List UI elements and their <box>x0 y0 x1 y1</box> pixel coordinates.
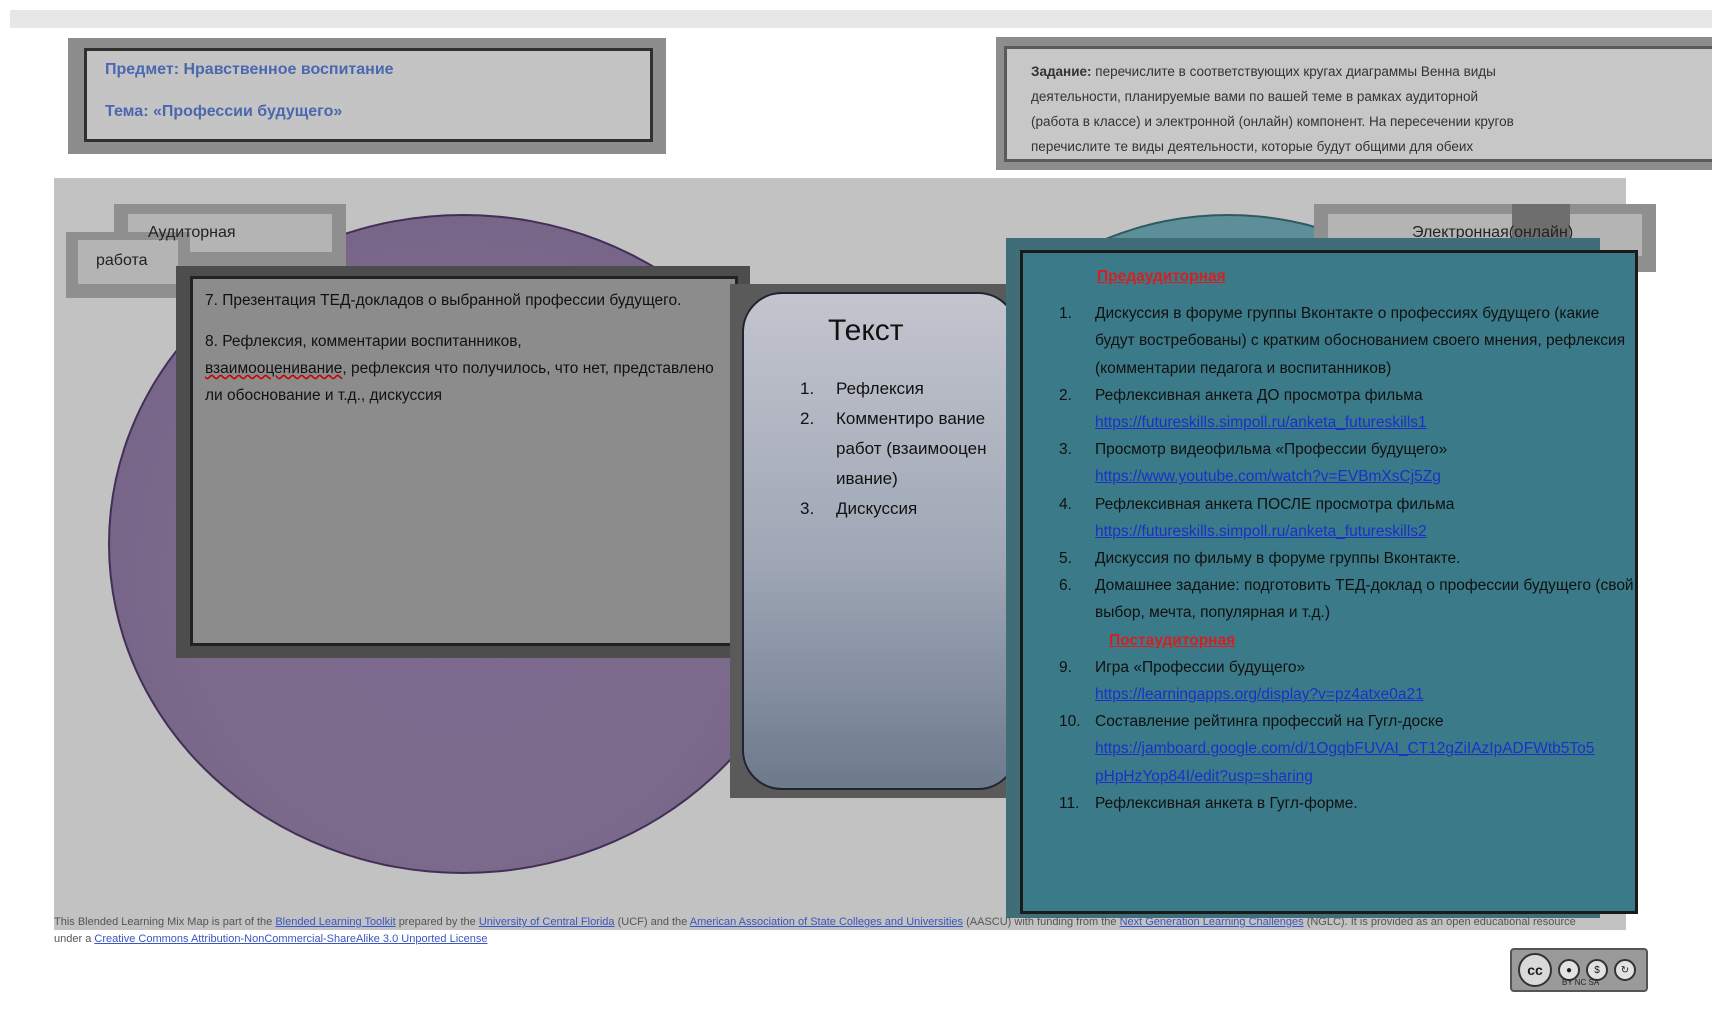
overlap-box[interactable] <box>742 292 1018 790</box>
post-class-heading: Постаудиторная <box>1109 631 1236 649</box>
classroom-activities-box[interactable]: 7. Презентация ТЕД-докладов о выбранной … <box>190 276 738 646</box>
footer-text: (AASCU) with funding from the <box>966 916 1117 928</box>
nglc-link[interactable]: Next Generation Learning Challenges <box>1119 916 1304 928</box>
aascu-link[interactable]: American Association of State Colleges a… <box>689 916 964 928</box>
task-line-2: деятельности, планируемые вами по вашей … <box>1031 89 1479 104</box>
overlap-list: 1. Рефлексия 2. Комментиро вание работ (вз… <box>800 374 1000 524</box>
footer-text: This Blended Learning Mix Map is part of… <box>54 916 273 928</box>
left-item-8-a: 8. Рефлексия, комментарии воспитанников, <box>205 333 522 350</box>
footer-text: (UCF) and the <box>617 916 688 928</box>
list-item: 5. Дискуссия по фильму в форуме группы Вк… <box>1059 545 1635 572</box>
cc-badge-caption: BY NC SA <box>1562 978 1600 987</box>
task-panel: Задание: перечислите в соответствующих к… <box>1004 46 1712 162</box>
list-item: 3. Просмотр видеофильма «Профессии будуще… <box>1059 436 1635 490</box>
left-item-7: 7. Презентация ТЕД-докладов о выбранной … <box>205 292 682 309</box>
overlap-item-text: Дискуссия <box>836 499 918 518</box>
overlap-item-num: 3. <box>800 499 815 518</box>
noncommercial-icon: $ <box>1586 959 1608 981</box>
overlap-title: Текст <box>828 314 904 347</box>
overlap-item-text: Комментиро вание работ (взаимооцен ивани… <box>836 409 987 488</box>
list-item-text: Рефлексивная анкета ПОСЛЕ просмотра филь… <box>1095 495 1455 513</box>
list-item-num: 3. <box>1059 441 1072 459</box>
top-bar <box>10 10 1712 28</box>
list-item-num: 10. <box>1059 713 1081 731</box>
overlap-item-text: Рефлексия <box>836 379 924 398</box>
list-item-text: Рефлексивная анкета ДО просмотра фильма <box>1095 386 1423 404</box>
survey-before-link[interactable]: https://futureskills.simpoll.ru/anketa_f… <box>1095 414 1427 432</box>
left-label-box-2 <box>78 240 178 284</box>
list-item-num: 1. <box>1059 305 1072 323</box>
left-item-8: 8. Рефлексия, комментарии воспитанников,… <box>205 328 723 409</box>
overlap-item: 3. Дискуссия <box>800 494 1000 524</box>
pre-class-heading: Предаудиторная <box>1097 268 1226 285</box>
overlap-item-num: 1. <box>800 379 815 398</box>
online-activities-box[interactable]: Предаудиторная 1. Дискуссия в форуме груп… <box>1020 250 1638 914</box>
list-item-text: Дискуссия в форуме группы Вконтакте о пр… <box>1095 305 1626 377</box>
list-item: 6. Домашнее задание: подготовить ТЕД-докл… <box>1059 572 1635 626</box>
ucf-link[interactable]: University of Central Florida <box>478 916 615 928</box>
task-line-1-text: перечислите в соответствующих кругах диа… <box>1095 64 1496 79</box>
list-item-text: Игра «Профессии будущего» <box>1095 658 1306 676</box>
task-line-1: Задание: перечислите в соответствующих к… <box>1031 59 1712 84</box>
cc-icon: cc <box>1518 953 1552 987</box>
topic-line: Тема: «Профессии будущего» <box>105 103 343 120</box>
list-item-num: 6. <box>1059 577 1072 595</box>
left-label-line-1: Аудиторная <box>148 224 236 241</box>
license-link[interactable]: Creative Commons Attribution-NonCommerci… <box>94 933 488 945</box>
list-item: 1. Дискуссия в форуме группы Вконтакте о … <box>1059 300 1635 382</box>
left-item-8-spellcheck: взаимооценивание <box>205 360 343 377</box>
list-item-num: 4. <box>1059 495 1072 513</box>
toolkit-link[interactable]: Blended Learning Toolkit <box>275 916 396 928</box>
list-item-num: 5. <box>1059 550 1072 568</box>
license-footer: This Blended Learning Mix Map is part of… <box>54 914 1594 948</box>
footer-text: (NGLC). It is provided as an open educat… <box>54 916 1576 945</box>
list-item: 2. Рефлексивная анкета ДО просмотра фильм… <box>1059 382 1635 436</box>
list-item-num: 9. <box>1059 658 1072 676</box>
list-item: 4. Рефлексивная анкета ПОСЛЕ просмотра фи… <box>1059 491 1635 545</box>
youtube-link[interactable]: https://www.youtube.com/watch?v=EVBmXsCj… <box>1095 468 1441 486</box>
sharealike-icon: ↻ <box>1614 959 1636 981</box>
attribution-icon: ● <box>1558 959 1580 981</box>
list-item-text: Домашнее задание: подготовить ТЕД-доклад… <box>1095 577 1634 622</box>
learningapps-link[interactable]: https://learningapps.org/display?v=pz4at… <box>1095 686 1424 704</box>
right-label: Электронная(онлайн) <box>1412 224 1574 241</box>
list-item: 10. Составление рейтинга профессий на Гуг… <box>1059 708 1635 790</box>
overlap-item-num: 2. <box>800 409 815 428</box>
list-item-text: Составление рейтинга профессий на Гугл-д… <box>1095 713 1444 731</box>
survey-after-link[interactable]: https://futureskills.simpoll.ru/anketa_f… <box>1095 522 1427 540</box>
overlap-item: 1. Рефлексия <box>800 374 1000 404</box>
cc-license-badge[interactable]: cc ● $ ↻ <box>1510 948 1648 992</box>
list-item-text: Дискуссия по фильму в форуме группы Вкон… <box>1095 550 1461 568</box>
overlap-item: 2. Комментиро вание работ (взаимооцен ива… <box>800 404 1000 494</box>
footer-text: prepared by the <box>398 916 476 928</box>
left-label-line-2: работа <box>96 252 148 269</box>
list-item-num: 2. <box>1059 386 1072 404</box>
left-item-8-b: , рефлексия что получилось, что нет, пре… <box>205 360 714 404</box>
task-line-3: (работа в классе) и электронной (онлайн)… <box>1031 114 1514 129</box>
task-label: Задание: <box>1031 64 1092 79</box>
list-item: 11. Рефлексивная анкета в Гугл-форме. <box>1059 790 1635 817</box>
list-item-text: Просмотр видеофильма «Профессии будущего… <box>1095 441 1448 459</box>
list-item-text: Рефлексивная анкета в Гугл-форме. <box>1095 794 1358 812</box>
list-item: 9. Игра «Профессии будущего» https://learn… <box>1059 654 1635 708</box>
subject-line: Предмет: Нравственное воспитание <box>105 61 394 78</box>
jamboard-link[interactable]: https://jamboard.google.com/d/1OgqbFUVAI… <box>1095 740 1595 785</box>
subject-panel: Предмет: Нравственное воспитание Тема: «… <box>84 48 653 142</box>
task-line-4: перечислите те виды деятельности, которы… <box>1031 139 1474 154</box>
list-item-num: 11. <box>1059 794 1080 812</box>
